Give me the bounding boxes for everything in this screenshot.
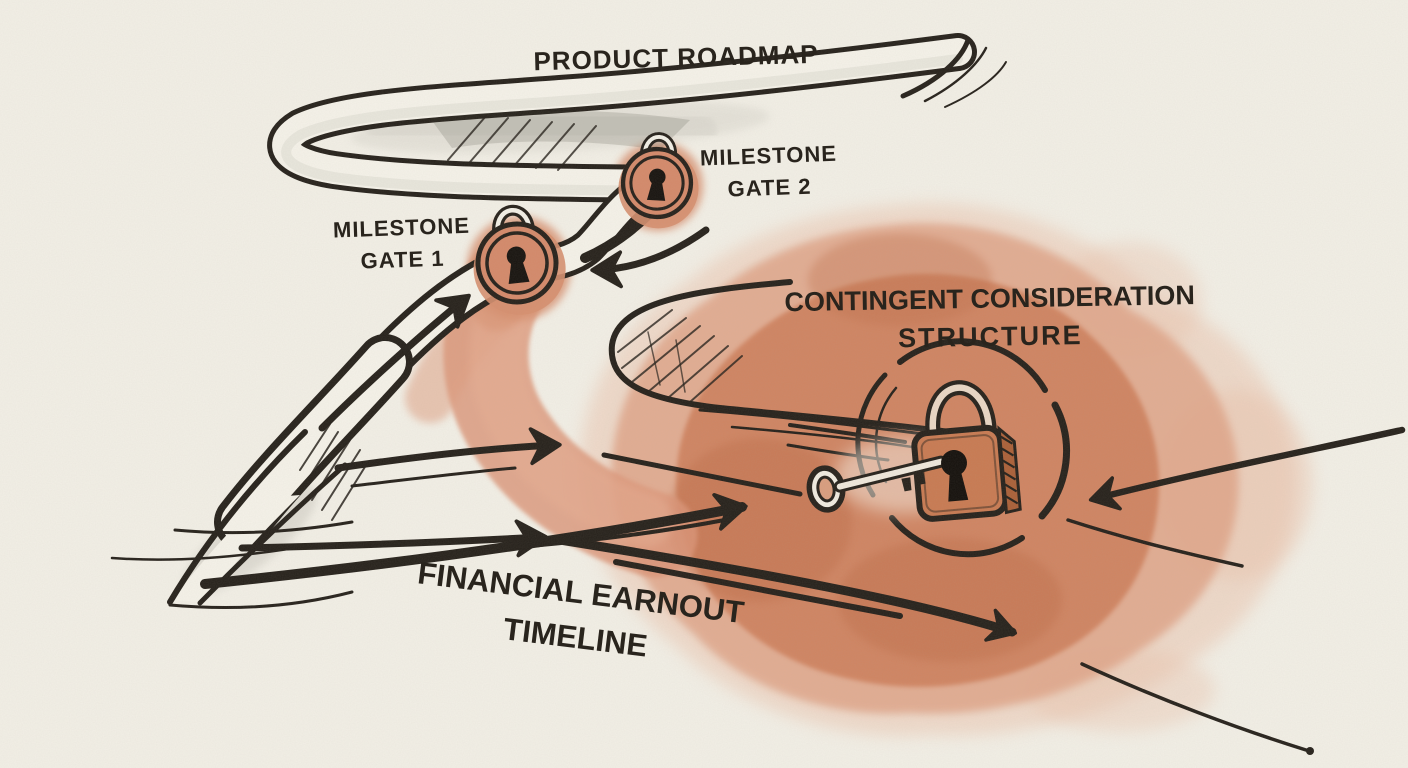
contingent-consideration-label: CONTINGENT CONSIDERATION STRUCTURE (784, 276, 1196, 360)
milestone-gate1-line1: MILESTONE (332, 212, 471, 243)
milestone-gate2-line2: GATE 2 (727, 173, 812, 202)
milestone-gate2-label: MILESTONE GATE 2 (699, 138, 838, 207)
contingent-line1: CONTINGENT CONSIDERATION (784, 280, 1196, 318)
milestone-gate1-line2: GATE 1 (360, 245, 445, 274)
milestone-gate2-line1: MILESTONE (699, 140, 838, 171)
milestone-gate1-label: MILESTONE GATE 1 (332, 210, 471, 279)
contingent-line2: STRUCTURE (897, 320, 1083, 354)
